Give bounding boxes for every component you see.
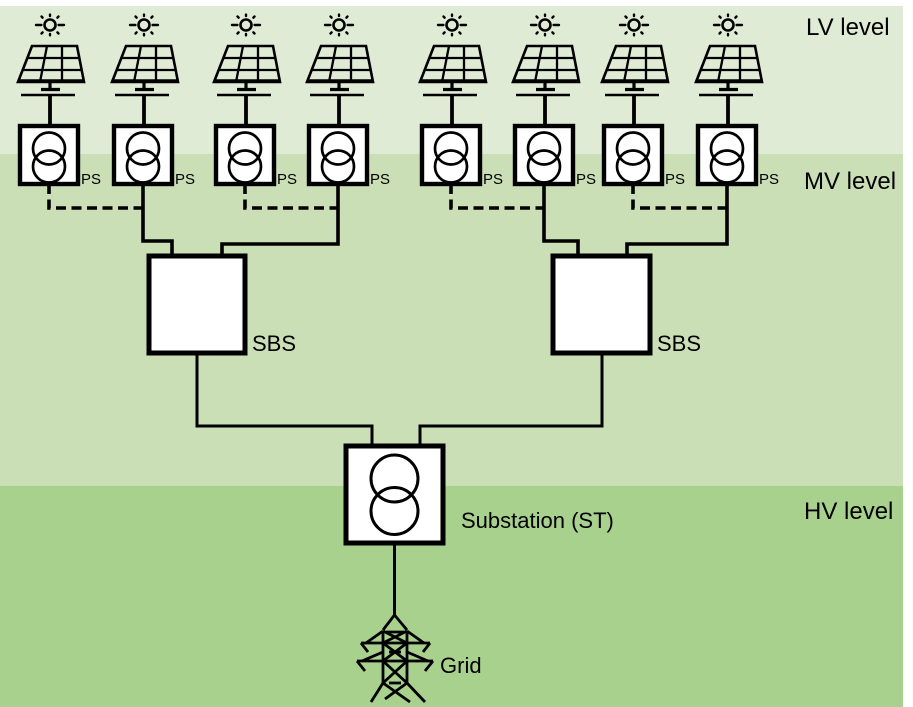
sbs-box-2 xyxy=(550,253,653,356)
pv-unit-7: PS xyxy=(600,13,685,188)
transmission-tower-icon xyxy=(355,614,435,704)
sbs-output-line-1 xyxy=(195,353,374,448)
transformer-icon xyxy=(433,131,469,184)
grid-label: Grid xyxy=(440,653,482,678)
ps-label: PS xyxy=(370,171,390,188)
solar-panel-icon xyxy=(16,44,86,97)
sun-rays xyxy=(436,13,468,37)
sun-icon xyxy=(712,13,744,37)
sun-icon xyxy=(529,13,561,37)
sun-rays xyxy=(618,13,650,37)
ps-label: PS xyxy=(277,171,297,188)
pv-unit-3: PS xyxy=(212,13,297,188)
hv-level-label: HV level xyxy=(804,498,893,525)
sun-rays xyxy=(128,13,160,37)
transformer-icon xyxy=(369,453,420,536)
mv-string-dashed-link xyxy=(243,184,338,210)
sbs-station-1 xyxy=(146,253,374,448)
mv-string-dashed-link xyxy=(631,184,727,210)
solar-panel-icon xyxy=(418,44,488,97)
sun-rays xyxy=(34,13,66,37)
diagram-lines: PS PS xyxy=(16,13,779,704)
transformer-icon xyxy=(526,131,562,184)
transformer-icon xyxy=(615,131,651,184)
ps-label: PS xyxy=(759,171,779,188)
sun-icon xyxy=(128,13,160,37)
ps-label: PS xyxy=(576,171,596,188)
ps-transformer-box xyxy=(306,123,370,187)
mv-string-dashed-link xyxy=(47,184,143,210)
ps-transformer-box xyxy=(419,123,483,187)
pv-units-layer: PS PS xyxy=(16,13,779,188)
transformer-icon xyxy=(320,131,356,184)
sbs-station-2 xyxy=(418,253,653,448)
solar-panel-icon xyxy=(110,44,180,97)
mv-feeder-line xyxy=(625,184,729,258)
sun-rays xyxy=(712,13,744,37)
substation-box xyxy=(343,443,446,616)
transformer-icon xyxy=(125,131,161,184)
sun-icon xyxy=(323,13,355,37)
transformer-icon xyxy=(31,131,67,184)
solar-panel-icon xyxy=(305,44,375,97)
sun-rays xyxy=(323,13,355,37)
ps-transformer-box xyxy=(17,123,81,187)
ps-label: PS xyxy=(81,171,101,188)
solar-panel-icon xyxy=(212,44,282,97)
mv-string-links-layer xyxy=(47,184,729,258)
ps-label: PS xyxy=(483,171,503,188)
solar-panel-icon xyxy=(600,44,670,97)
ps-transformer-box xyxy=(601,123,665,187)
sbs-box-1 xyxy=(146,253,248,356)
sun-rays xyxy=(230,13,262,37)
sbs-label-2: SBS xyxy=(657,331,701,356)
lv-level-label: LV level xyxy=(806,14,890,41)
ps-label: PS xyxy=(665,171,685,188)
labels-layer: LV level MV level HV level SBS SBS Subst… xyxy=(252,14,896,678)
sun-icon xyxy=(230,13,262,37)
ps-transformer-box xyxy=(512,123,576,187)
substation-label: Substation (ST) xyxy=(461,508,614,533)
mv-feeder-line xyxy=(141,184,174,258)
ps-transformer-box xyxy=(111,123,175,187)
mv-level-label: MV level xyxy=(804,168,896,195)
sun-icon xyxy=(436,13,468,37)
mv-string-dashed-link xyxy=(449,184,544,210)
mv-feeder-line xyxy=(220,184,340,258)
sun-icon xyxy=(618,13,650,37)
ps-transformer-box xyxy=(213,123,277,187)
pv-unit-2: PS xyxy=(110,13,195,188)
ps-label: PS xyxy=(175,171,195,188)
solar-panel-icon xyxy=(511,44,581,97)
transformer-icon xyxy=(709,131,745,184)
mv-feeder-line xyxy=(542,184,580,258)
solar-panel-icon xyxy=(694,44,764,97)
sbs-label-1: SBS xyxy=(252,331,296,356)
pv-unit-6: PS xyxy=(511,13,596,188)
hv-level-band xyxy=(0,486,903,707)
transformer-icon xyxy=(227,131,263,184)
sbs-output-line-2 xyxy=(418,353,604,448)
pv-unit-4: PS xyxy=(305,13,390,188)
sun-icon xyxy=(34,13,66,37)
sun-rays xyxy=(529,13,561,37)
ps-transformer-box xyxy=(695,123,759,187)
